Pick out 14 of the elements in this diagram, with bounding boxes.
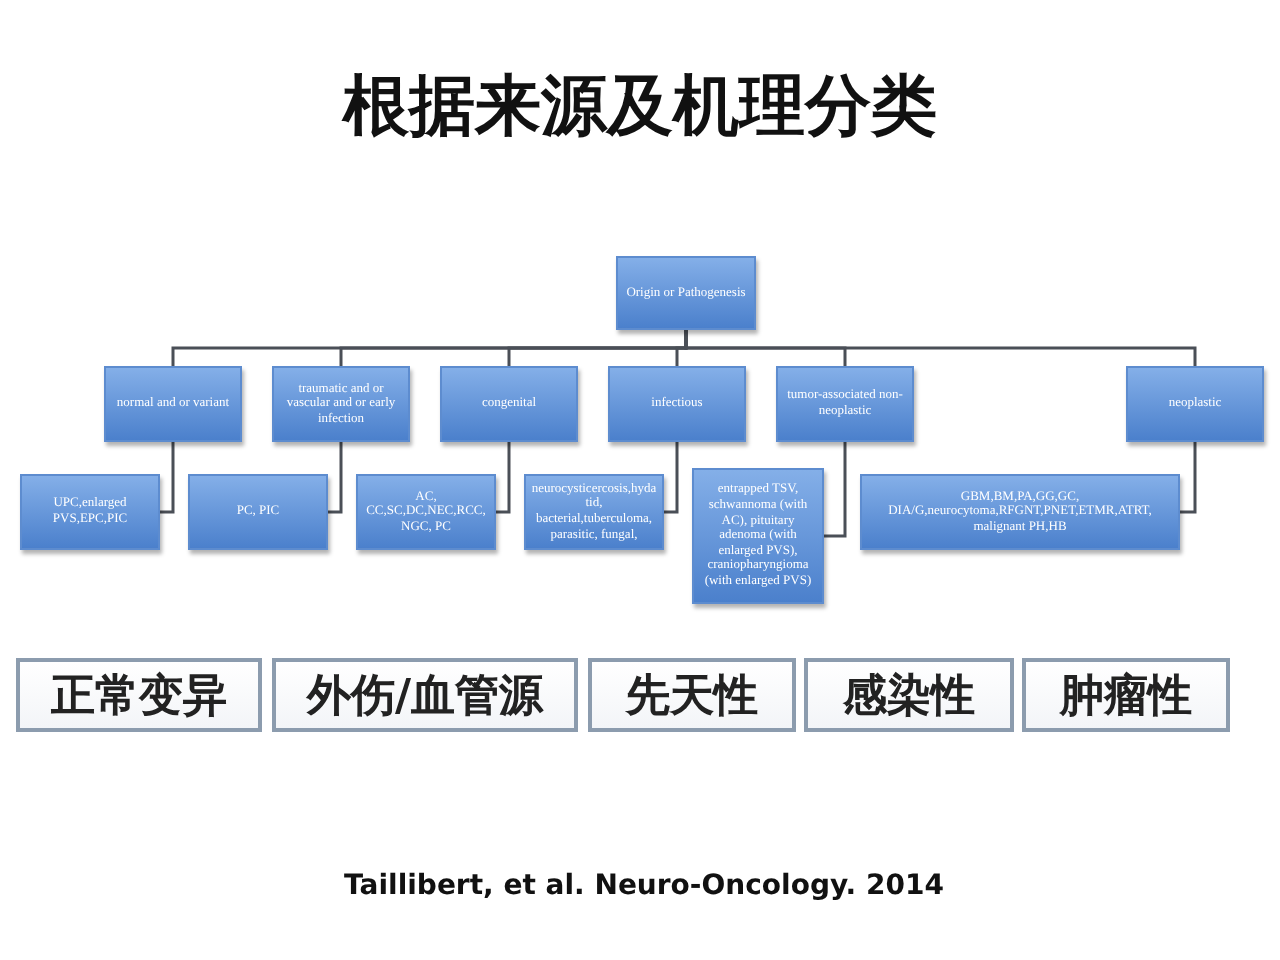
connector-line [664,442,679,514]
connector-line [1180,442,1197,514]
title: 根据来源及机理分类 [343,66,937,146]
connector-line [160,442,175,514]
category-label-box: 感染性 [804,658,1014,732]
connector-line [496,442,511,514]
connector-line [328,442,343,514]
category-label-box: 肿瘤性 [1022,658,1230,732]
category-label-box: 正常变异 [16,658,262,732]
category-label-box: 外伤/血管源 [272,658,578,732]
connector-line [824,442,847,538]
citation: Taillibert, et al. Neuro-Oncology. 2014 [344,868,944,904]
category-label-box: 先天性 [588,658,796,732]
connector-line [684,330,1197,366]
